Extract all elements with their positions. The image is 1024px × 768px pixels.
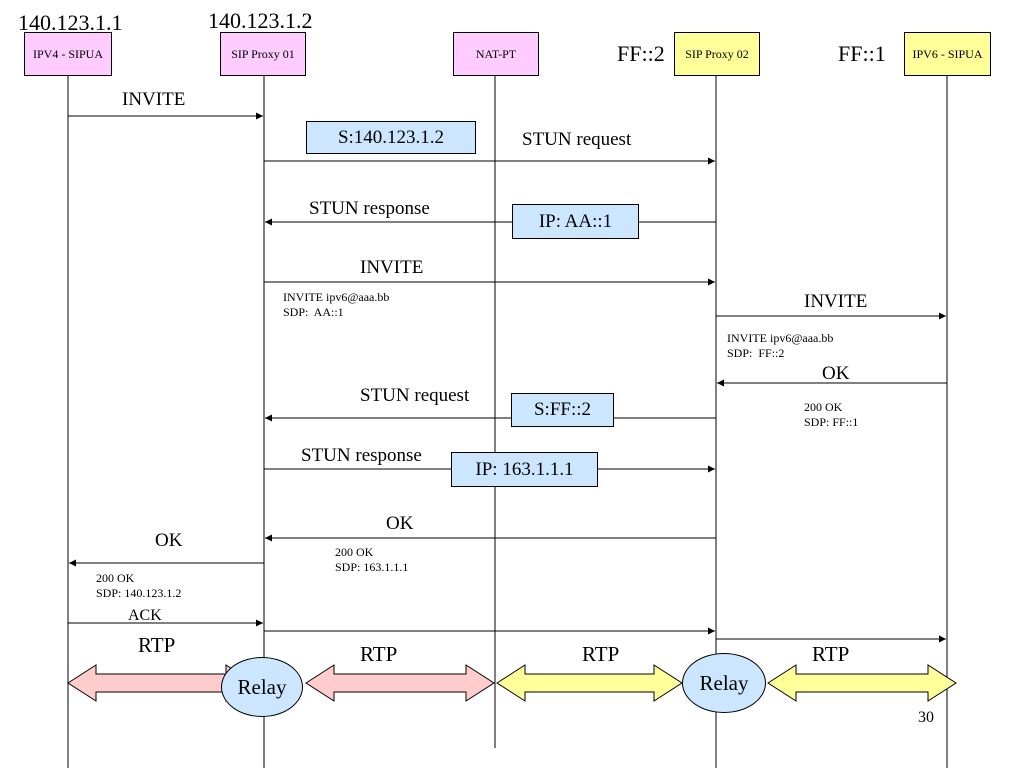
node-nat-pt: NAT-PT — [453, 32, 539, 76]
page-number: 30 — [918, 709, 934, 726]
box-stun-source-proxy01: S:140.123.1.2 — [306, 121, 476, 154]
relay-proxy01: Relay — [221, 657, 303, 717]
rtp-arrow-2 — [305, 664, 495, 702]
label-stun-request-1: STUN request — [522, 129, 632, 150]
label-ok-3: OK — [155, 530, 183, 551]
node-sip-proxy-01: SIP Proxy 01 — [220, 32, 306, 76]
label-rtp-2: RTP — [360, 642, 398, 666]
ipv6-ua-address: FF::1 — [838, 41, 886, 66]
label-ok-1: OK — [822, 363, 850, 384]
note-invite-3: INVITE ipv6@aaa.bb SDP: FF::2 — [727, 331, 834, 360]
label-ok-2: OK — [386, 513, 414, 534]
box-stun-source-ff2: S:FF::2 — [511, 393, 614, 427]
label-stun-request-2: STUN request — [360, 385, 470, 406]
box-ip-aa1: IP: AA::1 — [512, 204, 639, 239]
label-invite-2: INVITE — [360, 257, 424, 278]
label-invite-1: INVITE — [122, 89, 186, 110]
label-stun-response-1: STUN response — [309, 198, 430, 219]
node-ipv4-sipua: IPV4 - SIPUA — [24, 32, 112, 76]
note-ok-3: 200 OK SDP: 140.123.1.2 — [96, 571, 182, 600]
label-rtp-3: RTP — [582, 642, 620, 666]
label-stun-response-2: STUN response — [301, 445, 422, 466]
label-ack: ACK — [128, 607, 162, 624]
label-invite-3: INVITE — [804, 291, 868, 312]
box-ip-163: IP: 163.1.1.1 — [451, 452, 598, 487]
node-ipv6-sipua: IPV6 - SIPUA — [904, 32, 991, 76]
note-ok-2: 200 OK SDP: 163.1.1.1 — [335, 545, 409, 574]
node-sip-proxy-02: SIP Proxy 02 — [674, 32, 760, 76]
label-rtp-4: RTP — [812, 642, 850, 666]
label-rtp-1: RTP — [138, 633, 176, 657]
relay-proxy02: Relay — [682, 653, 766, 713]
note-ok-1: 200 OK SDP: FF::1 — [804, 400, 859, 429]
rtp-arrow-3 — [496, 664, 683, 702]
note-invite-2: INVITE ipv6@aaa.bb SDP: AA::1 — [283, 290, 390, 319]
rtp-arrow-4 — [767, 664, 957, 702]
ipv4-ua-address: 140.123.1.1 — [18, 10, 123, 35]
proxy02-address: FF::2 — [617, 41, 665, 66]
proxy01-address: 140.123.1.2 — [208, 8, 313, 33]
